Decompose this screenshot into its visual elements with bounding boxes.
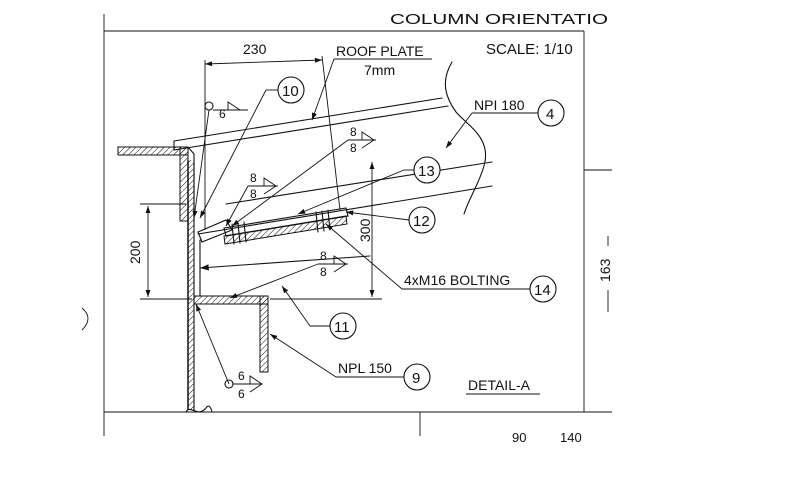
npl-leader [269,333,337,378]
dim-200 [140,203,192,300]
balloon-12-leader [345,210,410,221]
balloon-4 [537,99,565,127]
bottom-partial-left: 90 [512,430,526,445]
weld-symbol-mid [225,177,278,227]
lower-angle [193,295,269,373]
dim-230-label: 230 [243,41,267,57]
roof-plate-thk-label: 7mm [364,62,395,78]
balloon-13-label: 13 [418,163,435,180]
weld-low-den: 8 [320,265,327,279]
end-plate [197,219,233,243]
balloon-14-label: 14 [534,282,551,299]
weld-mid-den: 8 [250,187,257,201]
balloon-11-leader [281,285,311,327]
balloon-10-label: 10 [282,83,299,100]
dim-230 [204,55,341,230]
weld-symbol-bottom [195,303,263,393]
npi-leader [445,112,473,149]
weld-symbol-upper [231,131,376,227]
balloon-9-label: 9 [412,370,420,387]
weld-upper-num: 8 [350,125,357,139]
weld-low-num: 8 [320,249,327,263]
balloon-14 [529,275,557,303]
bolting-leader [325,223,403,290]
balloon-12-label: 12 [413,213,430,230]
weld-bottom-den: 6 [238,387,245,401]
internal-lines [199,239,371,297]
balloon-13-leader [297,169,405,215]
roof-plate [173,97,449,151]
break-line [444,61,487,215]
bolting-label: 4xM16 BOLTING [404,272,510,288]
bottom-partial-right: 140 [560,430,582,445]
balloon-10-leader [199,89,267,219]
drawing-frame [81,14,612,436]
npi-rafter [197,161,493,235]
cleat-plate [223,207,349,245]
upper-angle [117,146,195,222]
detail-label: DETAIL-A [468,377,531,393]
dim-200-label: 200 [127,240,143,264]
scale-label: SCALE: 1/10 [486,41,573,58]
header-title-partial: COLUMN ORIENTATIO [390,11,608,28]
weld-mid-num: 8 [250,171,257,185]
npl-label: NPL 150 [338,360,392,376]
balloon-9 [403,363,431,391]
weld-upper-den: 8 [350,141,357,155]
weld-symbol-low [229,255,348,299]
bolt-left [231,221,247,245]
npi-label: NPI 180 [474,97,525,113]
balloon-4-label: 4 [546,106,554,123]
weld-symbol-top [192,101,248,219]
weld-top-size: 6 [219,107,226,121]
dim-163-label: 163 [597,258,613,282]
dim-300 [270,162,382,300]
dim-300-label: 300 [357,218,373,242]
balloon-11-label: 11 [334,319,350,336]
column [185,159,213,413]
roof-plate-leader [311,58,335,121]
roof-plate-label: ROOF PLATE [336,43,424,59]
weld-bottom-num: 6 [238,369,245,383]
